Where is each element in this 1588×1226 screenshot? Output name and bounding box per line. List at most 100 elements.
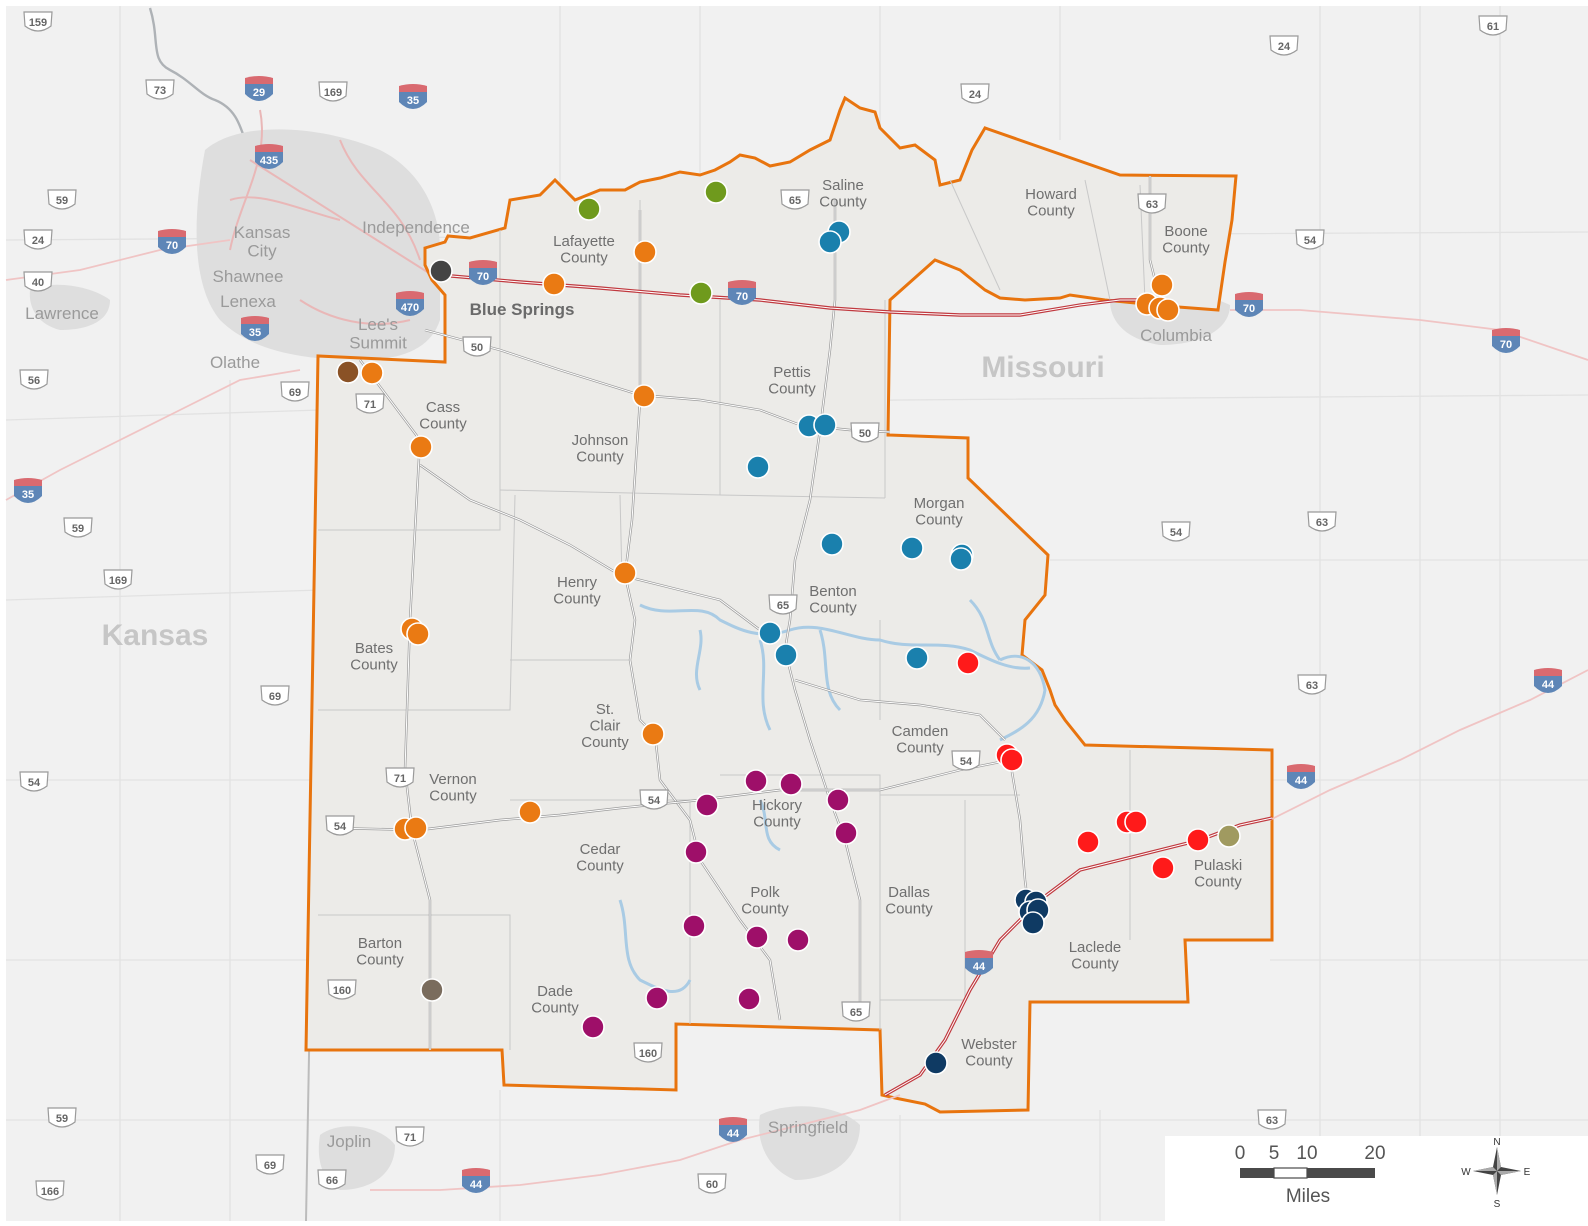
site-point-red[interactable] [1186, 828, 1210, 852]
svg-text:54: 54 [1304, 235, 1317, 247]
city-label-joplin: Joplin [327, 1132, 371, 1151]
site-point-purple[interactable] [695, 793, 719, 817]
site-point-orange[interactable] [542, 272, 566, 296]
site-point-red[interactable] [1124, 810, 1148, 834]
svg-text:44: 44 [1542, 679, 1555, 691]
site-point-purple[interactable] [745, 925, 769, 949]
svg-text:60: 60 [706, 1179, 718, 1191]
site-point-purple[interactable] [684, 840, 708, 864]
compass-rose: N S E W [1461, 1137, 1530, 1210]
us-route-shield: 69 [260, 685, 290, 706]
site-point-purple[interactable] [834, 821, 858, 845]
svg-text:29: 29 [253, 87, 265, 99]
site-point-purple[interactable] [737, 987, 761, 1011]
us-route-shield: 65 [780, 189, 810, 210]
us-route-shield: 166 [35, 1180, 65, 1201]
site-point-purple[interactable] [786, 928, 810, 952]
us-route-shield: 54 [639, 789, 669, 810]
site-point-orange[interactable] [404, 816, 428, 840]
site-point-orange[interactable] [1156, 298, 1180, 322]
site-point-red[interactable] [1076, 830, 1100, 854]
us-route-shield: 169 [318, 81, 348, 102]
compass-w: W [1461, 1167, 1471, 1178]
site-point-orange[interactable] [518, 800, 542, 824]
site-point-darkgray[interactable] [429, 259, 453, 283]
interstate-shield: 44 [1534, 668, 1562, 693]
interstate-shield: 70 [1235, 292, 1263, 317]
site-point-blue[interactable] [813, 413, 837, 437]
svg-text:50: 50 [471, 342, 483, 354]
us-route-shield: 61 [1478, 15, 1508, 36]
us-route-shield: 56 [19, 369, 49, 390]
scale-unit: Miles [1286, 1186, 1330, 1207]
svg-text:35: 35 [407, 95, 419, 107]
site-point-orange[interactable] [613, 561, 637, 585]
us-route-shield: 40 [23, 271, 53, 292]
site-point-orange[interactable] [360, 361, 384, 385]
svg-text:160: 160 [639, 1048, 657, 1060]
site-point-navy[interactable] [1021, 911, 1045, 935]
site-point-blue[interactable] [818, 230, 842, 254]
site-point-navy[interactable] [924, 1051, 948, 1075]
interstate-shield: 70 [728, 280, 756, 305]
us-route-shield: 63 [1137, 193, 1167, 214]
city-label-columbia: Columbia [1140, 326, 1212, 345]
site-point-purple[interactable] [779, 772, 803, 796]
us-route-shield: 71 [395, 1126, 425, 1147]
svg-text:44: 44 [470, 1179, 483, 1191]
site-point-blue[interactable] [758, 621, 782, 645]
site-point-orange[interactable] [406, 622, 430, 646]
city-label-independence: Independence [362, 218, 470, 237]
svg-text:59: 59 [72, 523, 84, 535]
svg-text:54: 54 [334, 821, 347, 833]
compass-arrow-icon [1473, 1147, 1521, 1195]
site-point-blue[interactable] [746, 455, 770, 479]
site-point-red[interactable] [1000, 748, 1024, 772]
site-point-purple[interactable] [682, 914, 706, 938]
svg-text:44: 44 [973, 961, 986, 973]
site-point-brown[interactable] [336, 360, 360, 384]
site-point-red[interactable] [1151, 856, 1175, 880]
site-point-orange[interactable] [632, 384, 656, 408]
site-point-olive[interactable] [1217, 824, 1241, 848]
site-point-taupe[interactable] [420, 978, 444, 1002]
site-point-blue[interactable] [774, 643, 798, 667]
site-point-blue[interactable] [820, 532, 844, 556]
site-points [336, 180, 1241, 1075]
site-point-orange[interactable] [633, 240, 657, 264]
scale-label-0: 0 [1235, 1143, 1246, 1164]
svg-text:44: 44 [727, 1128, 740, 1140]
us-route-shield: 73 [145, 79, 175, 100]
site-point-red[interactable] [956, 651, 980, 675]
site-point-blue[interactable] [905, 646, 929, 670]
svg-text:54: 54 [648, 795, 661, 807]
scale-label-5: 5 [1269, 1143, 1280, 1164]
site-point-purple[interactable] [744, 769, 768, 793]
svg-text:24: 24 [32, 235, 45, 247]
svg-text:169: 169 [109, 575, 127, 587]
site-point-green[interactable] [577, 197, 601, 221]
site-point-blue[interactable] [900, 536, 924, 560]
svg-text:71: 71 [394, 773, 406, 785]
site-point-orange[interactable] [1150, 273, 1174, 297]
compass-n: N [1493, 1137, 1500, 1148]
site-point-orange[interactable] [641, 722, 665, 746]
svg-text:59: 59 [56, 195, 68, 207]
city-label-blue-springs: Blue Springs [470, 300, 575, 319]
site-point-orange[interactable] [409, 435, 433, 459]
site-point-purple[interactable] [826, 788, 850, 812]
site-point-green[interactable] [689, 281, 713, 305]
svg-text:70: 70 [736, 291, 748, 303]
site-point-purple[interactable] [645, 986, 669, 1010]
site-point-purple[interactable] [581, 1015, 605, 1039]
site-point-blue[interactable] [949, 547, 973, 571]
site-point-green[interactable] [704, 180, 728, 204]
